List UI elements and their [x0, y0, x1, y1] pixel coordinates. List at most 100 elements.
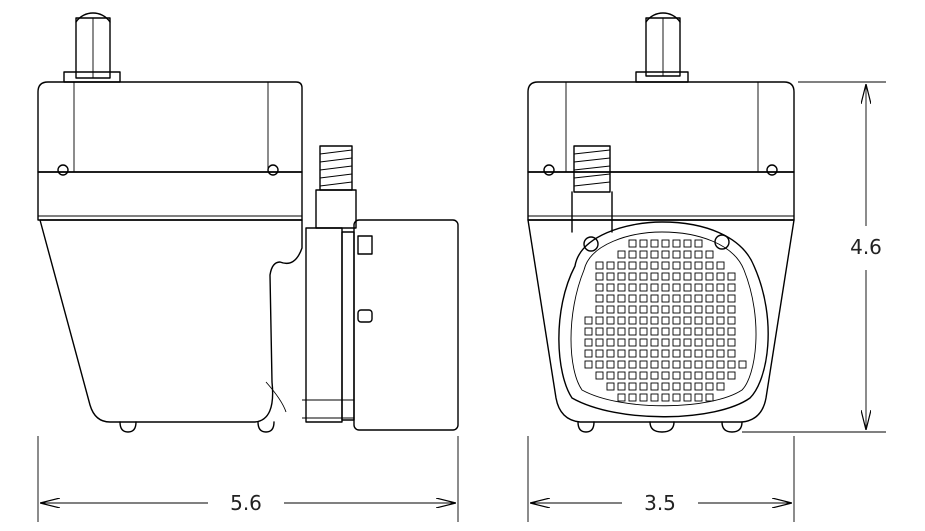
screen-hole	[606, 349, 615, 358]
screen-hole	[672, 305, 681, 314]
screw-head	[543, 164, 555, 176]
foot	[257, 421, 275, 433]
outlet-fitting	[315, 145, 357, 229]
screen-hole	[650, 393, 659, 402]
screen-hole	[617, 294, 626, 303]
screen-hole	[716, 382, 725, 391]
screen-hole	[639, 272, 648, 281]
screw-head	[267, 164, 279, 176]
screen-hole	[727, 294, 736, 303]
screen-hole	[595, 316, 604, 325]
screen-hole	[705, 316, 714, 325]
cord-stub	[63, 12, 121, 83]
screen-hole	[595, 338, 604, 347]
screen-hole	[661, 382, 670, 391]
screen-hole	[617, 250, 626, 259]
motor-housing	[527, 81, 795, 173]
screen-hole	[694, 327, 703, 336]
screen-hole	[639, 250, 648, 259]
screen-hole	[716, 283, 725, 292]
screen-hole	[628, 316, 637, 325]
foot	[119, 421, 137, 433]
intake-screen	[558, 221, 769, 418]
screen-hole	[705, 272, 714, 281]
screen-hole	[606, 360, 615, 369]
screen-hole	[727, 327, 736, 336]
screen-hole	[727, 371, 736, 380]
screen-hole	[639, 305, 648, 314]
screen-hole	[705, 327, 714, 336]
screen-hole	[661, 261, 670, 270]
screen-hole	[617, 338, 626, 347]
screen-hole	[672, 360, 681, 369]
screen-hole	[639, 283, 648, 292]
screen-hole	[716, 316, 725, 325]
screen-hole	[661, 360, 670, 369]
screen-hole	[628, 382, 637, 391]
screen-hole	[650, 327, 659, 336]
screen-hole	[672, 349, 681, 358]
screen-hole	[606, 327, 615, 336]
screen-hole	[606, 272, 615, 281]
screen-hole	[683, 261, 692, 270]
motor-housing	[37, 81, 303, 173]
screen-hole	[716, 272, 725, 281]
screen-hole	[672, 393, 681, 402]
screen-hole	[694, 338, 703, 347]
screen-hole	[716, 338, 725, 347]
screen-hole	[672, 371, 681, 380]
screen-hole	[727, 283, 736, 292]
screen-hole	[661, 272, 670, 281]
screen-hole	[661, 283, 670, 292]
screen-hole	[694, 305, 703, 314]
screen-hole	[650, 360, 659, 369]
screen-hole	[694, 316, 703, 325]
screen-hole	[683, 371, 692, 380]
screen-hole	[672, 250, 681, 259]
screen-hole	[617, 360, 626, 369]
screen-hole	[584, 338, 593, 347]
screen-hole	[639, 294, 648, 303]
screen-hole	[584, 316, 593, 325]
screen-hole	[683, 305, 692, 314]
screen-hole	[650, 283, 659, 292]
screen-hole	[716, 305, 725, 314]
screen-hole	[672, 272, 681, 281]
screen-hole	[705, 283, 714, 292]
screen-hole	[639, 338, 648, 347]
screen-hole	[694, 294, 703, 303]
screen-hole	[628, 250, 637, 259]
screen-hole	[595, 283, 604, 292]
screen-hole	[639, 327, 648, 336]
screen-hole	[617, 371, 626, 380]
screen-hole	[694, 382, 703, 391]
screen-hole	[595, 261, 604, 270]
screen-hole	[705, 382, 714, 391]
screen-hole	[683, 272, 692, 281]
screen-hole	[650, 382, 659, 391]
screen-hole	[639, 393, 648, 402]
screen-hole	[606, 371, 615, 380]
screen-hole	[639, 316, 648, 325]
screen-hole	[705, 349, 714, 358]
screen-hole	[595, 327, 604, 336]
screen-hole	[650, 371, 659, 380]
screen-hole	[683, 349, 692, 358]
outlet-fitting	[571, 145, 613, 233]
screen-hole	[584, 349, 593, 358]
screen-hole	[705, 393, 714, 402]
screen-hole	[727, 360, 736, 369]
intake-housing	[302, 219, 459, 431]
pump-body	[39, 219, 303, 423]
screen-hole	[617, 261, 626, 270]
screen-hole	[705, 371, 714, 380]
screen-hole	[595, 305, 604, 314]
screen-hole	[650, 316, 659, 325]
screen-hole	[705, 261, 714, 270]
screen-hole	[617, 327, 626, 336]
screen-hole	[683, 294, 692, 303]
screen-hole	[584, 327, 593, 336]
screen-hole	[650, 338, 659, 347]
screen-hole	[683, 393, 692, 402]
housing-band	[527, 171, 795, 221]
